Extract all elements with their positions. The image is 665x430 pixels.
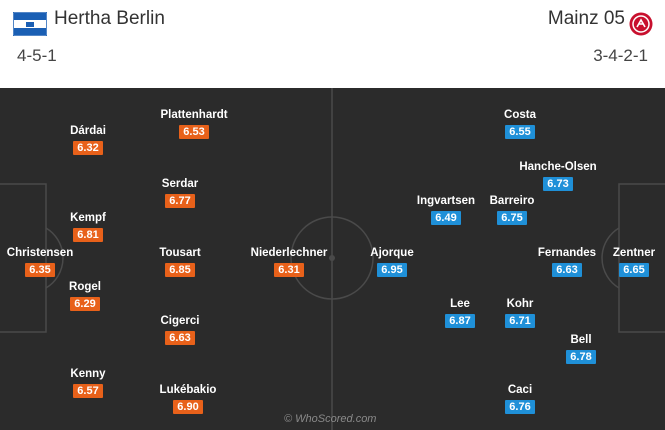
player-dardai[interactable]: Dárdai 6.32: [33, 124, 143, 156]
player-name: Plattenhardt: [160, 109, 228, 121]
player-name: Rogel: [69, 281, 101, 293]
player-name: Cigerci: [160, 315, 200, 327]
player-rating: 6.71: [505, 314, 535, 328]
player-name: Dárdai: [70, 125, 106, 137]
player-rating: 6.87: [445, 314, 475, 328]
player-caci[interactable]: Caci 6.76: [465, 383, 575, 415]
player-rating: 6.95: [377, 263, 407, 277]
player-barreiro[interactable]: Barreiro 6.75: [457, 194, 567, 226]
player-name: Caci: [507, 384, 533, 396]
player-name: Fernandes: [537, 247, 597, 259]
player-name: Serdar: [161, 178, 199, 190]
player-rating: 6.31: [274, 263, 304, 277]
hertha-berlin-logo-icon: [12, 11, 48, 37]
player-plattenhardt[interactable]: Plattenhardt 6.53: [139, 108, 249, 140]
player-christensen[interactable]: Christensen 6.35: [0, 246, 95, 278]
player-name: Costa: [504, 109, 536, 121]
player-rogel[interactable]: Rogel 6.29: [30, 280, 140, 312]
player-niederlechner[interactable]: Niederlechner 6.31: [234, 246, 344, 278]
player-name: Kempf: [70, 212, 106, 224]
player-name: Lukébakio: [159, 384, 217, 396]
player-rating: 6.35: [25, 263, 55, 277]
player-name: Christensen: [6, 247, 74, 259]
player-hanche-olsen[interactable]: Hanche-Olsen 6.73: [503, 160, 613, 192]
player-rating: 6.75: [497, 211, 527, 225]
home-formation: 4-5-1: [17, 46, 57, 65]
player-rating: 6.90: [173, 400, 203, 414]
player-ingvartsen[interactable]: Ingvartsen 6.49: [391, 194, 501, 226]
mainz-05-logo-icon: [629, 12, 653, 36]
player-name: Zentner: [612, 247, 656, 259]
player-rating: 6.32: [73, 141, 103, 155]
match-header: Hertha Berlin 4-5-1 Mainz 05 3-4-2-1: [0, 0, 665, 86]
player-name: Barreiro: [489, 195, 535, 207]
whoscored-watermark: © WhoScored.com: [284, 413, 377, 425]
player-name: Kenny: [70, 368, 106, 380]
player-cigerci[interactable]: Cigerci 6.63: [125, 314, 235, 346]
player-rating: 6.81: [73, 228, 103, 242]
player-serdar[interactable]: Serdar 6.77: [125, 177, 235, 209]
player-name: Tousart: [159, 247, 201, 259]
player-tousart[interactable]: Tousart 6.85: [125, 246, 235, 278]
player-name: Kohr: [506, 298, 534, 310]
player-rating: 6.63: [552, 263, 582, 277]
player-bell[interactable]: Bell 6.78: [526, 333, 636, 365]
player-rating: 6.63: [165, 331, 195, 345]
player-name: Hanche-Olsen: [519, 161, 597, 173]
player-fernandes[interactable]: Fernandes 6.63: [512, 246, 622, 278]
player-name: Ajorque: [370, 247, 414, 259]
player-lee[interactable]: Lee 6.87: [405, 297, 515, 329]
player-rating: 6.85: [165, 263, 195, 277]
pitch: Christensen 6.35 Dárdai 6.32 Kempf 6.81 …: [0, 88, 665, 430]
player-name: Ingvartsen: [416, 195, 476, 207]
player-rating: 6.65: [619, 263, 649, 277]
away-formation: 3-4-2-1: [593, 46, 648, 65]
player-kenny[interactable]: Kenny 6.57: [33, 367, 143, 399]
player-rating: 6.49: [431, 211, 461, 225]
home-team-name: Hertha Berlin: [54, 8, 165, 29]
player-rating: 6.29: [70, 297, 100, 311]
player-rating: 6.57: [73, 384, 103, 398]
player-rating: 6.77: [165, 194, 195, 208]
away-team-name: Mainz 05: [547, 8, 625, 29]
player-kempf[interactable]: Kempf 6.81: [33, 211, 143, 243]
player-name: Lee: [450, 298, 470, 310]
player-rating: 6.53: [179, 125, 209, 139]
player-name: Bell: [570, 334, 592, 346]
player-zentner[interactable]: Zentner 6.65: [579, 246, 665, 278]
player-rating: 6.73: [543, 177, 573, 191]
player-kohr[interactable]: Kohr 6.71: [465, 297, 575, 329]
pitch-lines: [0, 88, 665, 430]
player-name: Niederlechner: [250, 247, 328, 259]
player-lukebakio[interactable]: Lukébakio 6.90: [133, 383, 243, 415]
player-rating: 6.78: [566, 350, 596, 364]
player-rating: 6.76: [505, 400, 535, 414]
player-ajorque[interactable]: Ajorque 6.95: [337, 246, 447, 278]
player-costa[interactable]: Costa 6.55: [465, 108, 575, 140]
player-rating: 6.55: [505, 125, 535, 139]
